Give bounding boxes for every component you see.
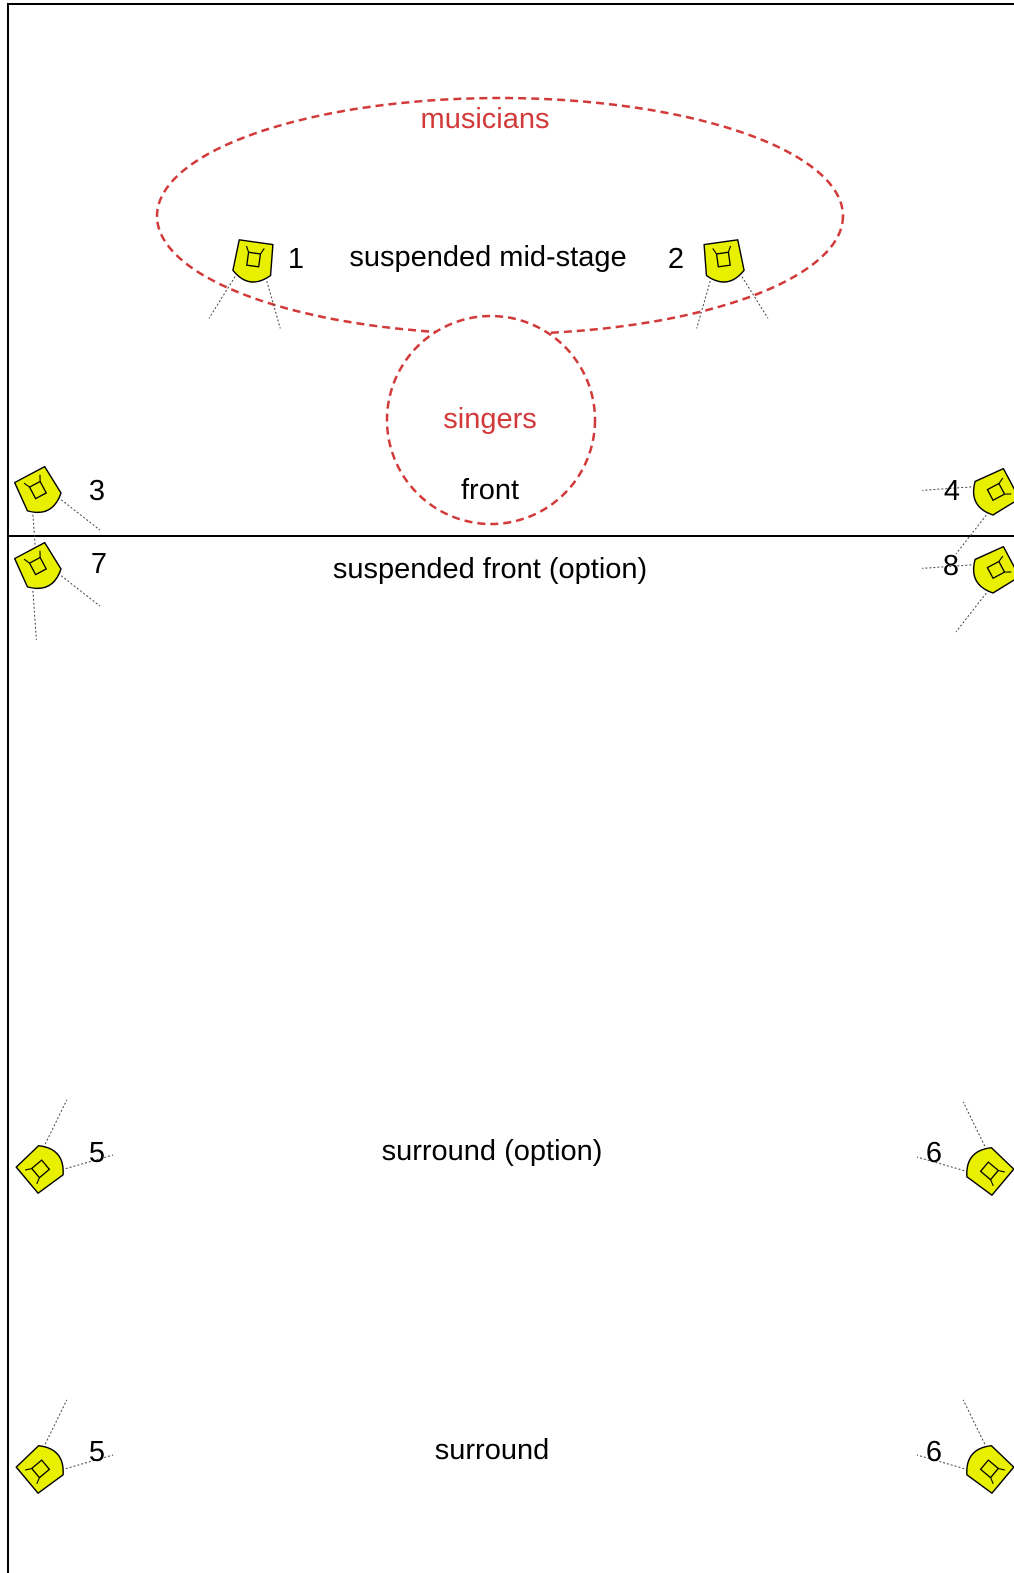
suspended-front-label: suspended front (option) (333, 553, 647, 585)
speaker-2-number: 2 (668, 243, 684, 275)
musicians-label: musicians (421, 103, 550, 135)
speaker-4-icon (921, 451, 1014, 555)
speaker-6-option-number: 6 (926, 1137, 942, 1169)
speaker-5-option-number: 5 (89, 1137, 105, 1169)
speaker-6-number: 6 (926, 1436, 942, 1468)
speaker-5-number: 5 (89, 1436, 105, 1468)
speaker-8-number: 8 (943, 550, 959, 582)
speaker-4-number: 4 (944, 475, 960, 507)
speaker-7-number: 7 (91, 548, 107, 580)
speaker-3-number: 3 (89, 475, 105, 507)
surround-label: surround (435, 1434, 549, 1466)
speaker-1-icon (208, 236, 293, 330)
front-label: front (461, 474, 519, 506)
singers-label: singers (443, 403, 537, 435)
suspended-mid-stage-label: suspended mid-stage (349, 241, 626, 273)
surround-option-label: surround (option) (382, 1135, 603, 1167)
speaker-8-icon (921, 529, 1014, 633)
speaker-2-icon (684, 236, 769, 330)
speaker-7-icon (0, 532, 101, 641)
speaker-1-number: 1 (288, 243, 304, 275)
room-outline (7, 3, 1014, 1573)
speaker-3-icon (0, 456, 101, 565)
singers-zone (385, 314, 597, 526)
